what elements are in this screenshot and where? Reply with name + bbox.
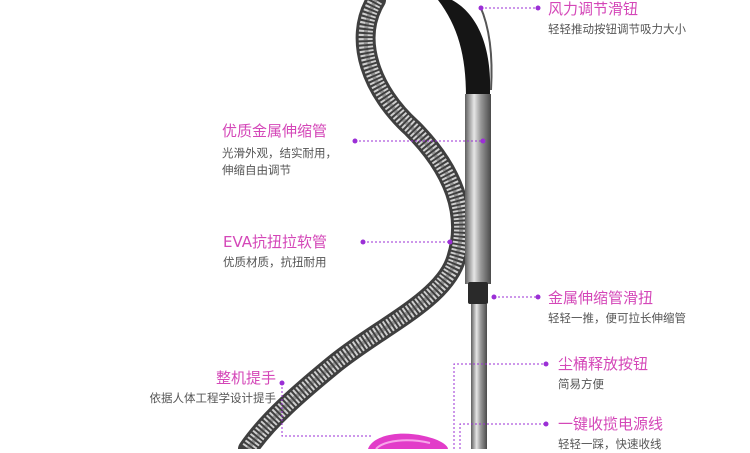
callout-handle: 整机提手 依据人体工程学设计提手 (150, 369, 277, 407)
callout-title: EVA抗扭拉软管 (223, 233, 328, 251)
callout-desc: 优质材质，抗扭耐用 (223, 255, 327, 269)
callout-desc: 轻轻一踩，快速收线 (558, 437, 662, 451)
callout-telescope-button: 金属伸缩管滑扭 轻轻一推，便可拉长伸缩管 (548, 289, 686, 327)
leader-lines (281, 7, 546, 449)
callout-title: 优质金属伸缩管 (222, 122, 328, 140)
pink-base-part (368, 433, 448, 449)
callout-title: 风力调节滑钮 (548, 0, 639, 18)
callout-title: 金属伸缩管滑扭 (548, 289, 654, 307)
callout-dots (279, 5, 549, 427)
callout-dust-release: 尘桶释放按钮 简易方便 (558, 355, 648, 393)
callout-title: 尘桶释放按钮 (558, 355, 649, 373)
callout-title: 整机提手 (215, 369, 276, 387)
callout-desc-line-2: 伸缩自由调节 (222, 163, 291, 177)
callout-desc: 依据人体工程学设计提手 (149, 391, 277, 405)
callout-desc: 简易方便 (558, 377, 604, 391)
callout-desc: 轻轻推动按钮调节吸力大小 (548, 22, 686, 36)
callout-wind-slider: 风力调节滑钮 轻轻推动按钮调节吸力大小 (548, 0, 686, 38)
metal-telescopic-tube (465, 94, 491, 449)
vacuum-handle-grip (438, 0, 493, 96)
callout-eva-hose: EVA抗扭拉软管 优质材质，抗扭耐用 (223, 233, 327, 271)
callout-cord-rewind: 一键收揽电源线 轻轻一踩，快速收线 (558, 415, 663, 453)
callout-title: 一键收揽电源线 (558, 415, 664, 433)
callout-desc-line-1: 光滑外观，结实耐用， (222, 146, 337, 160)
callout-desc: 轻轻一推，便可拉长伸缩管 (548, 311, 686, 325)
callout-metal-tube: 优质金属伸缩管 光滑外观，结实耐用， 伸缩自由调节 (222, 122, 337, 179)
eva-hose (238, 0, 472, 449)
